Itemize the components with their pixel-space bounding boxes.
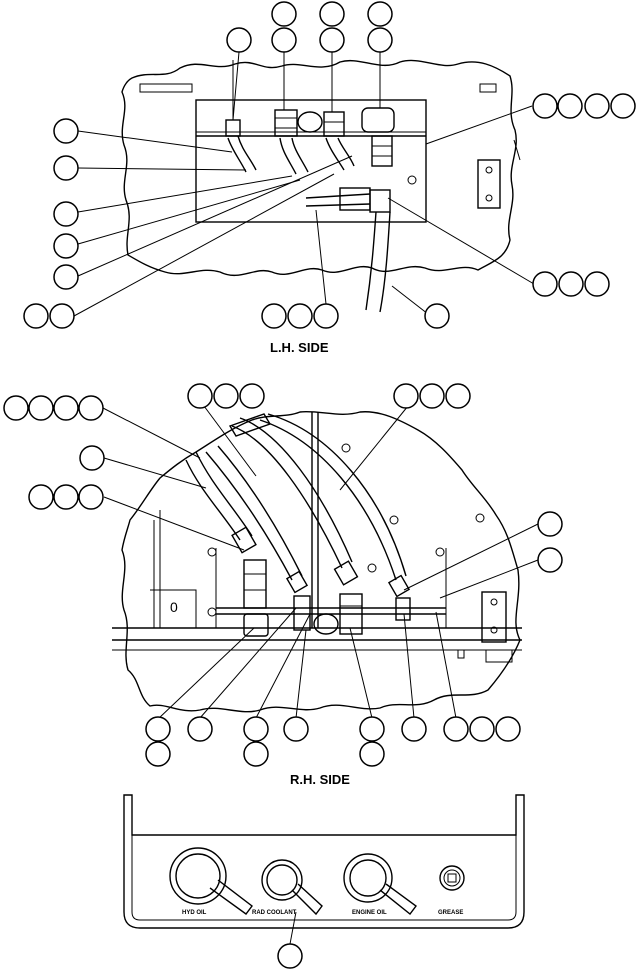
lh-slot-right (479, 83, 497, 93)
rh-side-view: 0 (3, 383, 563, 787)
rh-hose-top-cap (228, 413, 272, 437)
rh-callout-bubbles (3, 383, 563, 767)
rh-side-caption: R.H. SIDE (290, 772, 350, 787)
lh-vertical-hose (365, 211, 391, 313)
rh-left-panel (150, 589, 197, 629)
lh-mount-plate (195, 99, 427, 223)
lh-side-bracket (477, 159, 501, 209)
rh-panel-mark: 0 (170, 599, 178, 615)
rh-hose-3 (231, 417, 353, 569)
rh-hose-1 (185, 451, 253, 541)
lh-leader-lines (73, 40, 535, 317)
lh-elbow-3 (325, 137, 355, 171)
rh-fitting-1 (243, 559, 269, 637)
lh-fitting-1 (274, 109, 298, 137)
panel-leader (289, 911, 297, 945)
lh-side-caption: L.H. SIDE (270, 340, 329, 355)
lh-break-outline (121, 59, 517, 277)
rh-leader-lines (102, 405, 539, 720)
rh-bolts (207, 443, 485, 617)
engine-oil-label: ENGINE OIL (352, 910, 387, 916)
rh-side-bracket (481, 591, 507, 643)
lh-fitting-3 (361, 107, 395, 167)
hyd-oil-port: HYD OIL (169, 847, 253, 916)
rh-hose-4 (259, 413, 407, 581)
rh-fitting-3 (395, 597, 411, 621)
engine-oil-port: ENGINE OIL (343, 853, 417, 916)
lh-callout-bubbles (23, 1, 636, 329)
grease-port: GREASE (438, 865, 465, 916)
grease-label: GREASE (438, 910, 463, 916)
rh-right-block (485, 649, 513, 663)
service-panel-outline (123, 794, 525, 929)
panel-callout-bubble (277, 943, 303, 969)
rh-hose-2 (205, 445, 303, 581)
service-panel: HYD OIL RAD COOLANT ENGINE OIL GREASE (123, 794, 525, 969)
lh-side-view: L.H. SIDE (23, 1, 636, 355)
lh-slot-left (139, 83, 193, 93)
lh-elbow-2 (279, 137, 309, 175)
rad-coolant-port: RAD COOLANT (252, 859, 323, 916)
hyd-oil-label: HYD OIL (182, 910, 207, 916)
lh-elbow-1 (227, 135, 257, 173)
lh-bolt (407, 175, 417, 185)
lh-edge-lip (513, 139, 521, 161)
rh-small-tab (457, 649, 465, 659)
rad-coolant-label: RAD COOLANT (252, 910, 297, 916)
lh-bracket-hole-1 (485, 166, 493, 174)
lh-small-fitting (225, 119, 241, 137)
rh-break-outline (121, 410, 521, 713)
lh-bracket-hole-2 (485, 194, 493, 202)
lh-horizontal-hose (305, 193, 371, 207)
lh-fitting-2 (297, 111, 345, 137)
